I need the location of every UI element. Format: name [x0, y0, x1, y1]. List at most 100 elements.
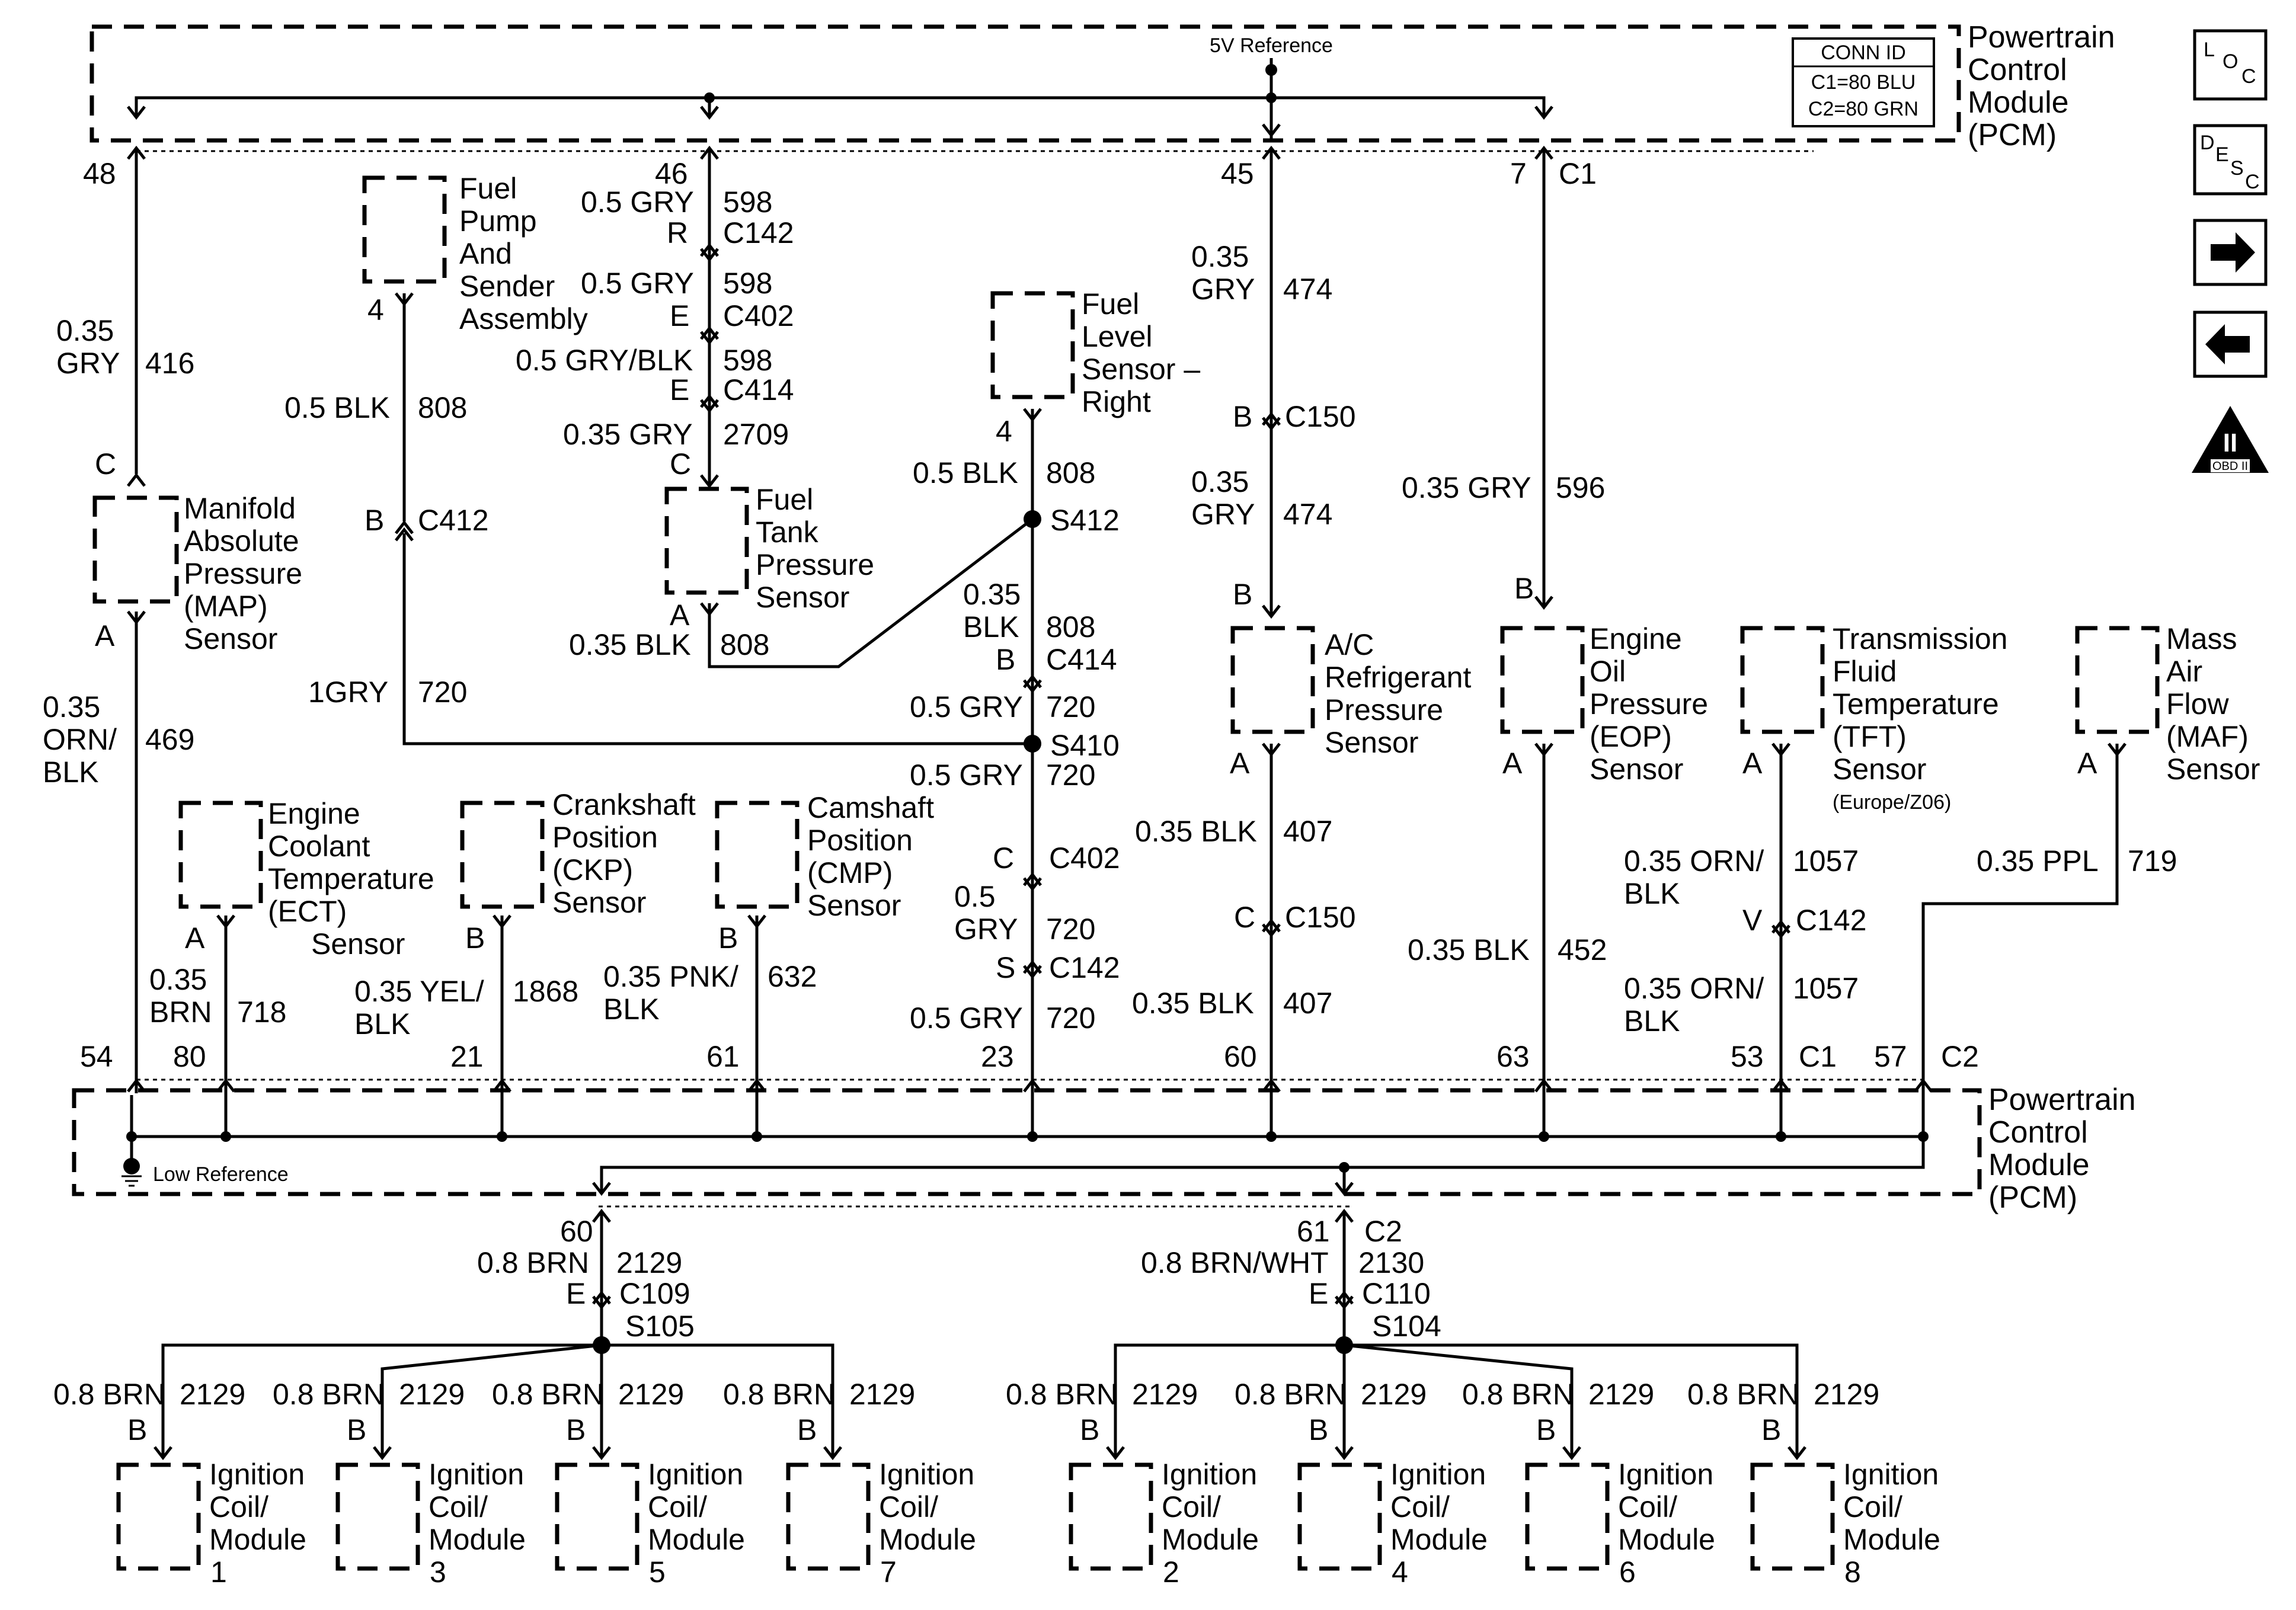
wire-label: 0.35 BLK [1132, 987, 1254, 1020]
pcm-bottom-name-3: Module [1988, 1148, 2090, 1182]
pin-53: 53 [1731, 1040, 1764, 1073]
wire-label: 0.35 [963, 578, 1021, 611]
circuit-number: 2129 [618, 1378, 684, 1411]
pin-45: 45 [1221, 157, 1254, 190]
connector-label: C414 [723, 373, 794, 406]
component-label: (MAF) [2166, 720, 2249, 753]
wire-label: BLK [963, 610, 1019, 644]
component-label: (ECT) [268, 895, 347, 928]
wire-label: ORN/ [43, 723, 117, 756]
circuit-number: 1868 [513, 975, 578, 1008]
pin-label: 4 [996, 415, 1012, 448]
svg-text:E: E [2215, 143, 2229, 166]
pin-label: 61 [1297, 1215, 1330, 1248]
ect-sensor-box [178, 801, 263, 909]
wire-label: GRY [954, 913, 1018, 946]
circuit-number: 474 [1283, 273, 1332, 306]
conn-id-c2: C2=80 GRN [1808, 98, 1918, 120]
component-label: Sensor [1590, 753, 1683, 786]
coil-box [1069, 1462, 1153, 1571]
obd-ii-icon[interactable]: OBD II II [2192, 406, 2269, 473]
component-label: Ignition [209, 1458, 305, 1491]
low-reference-taps [126, 1093, 1929, 1142]
fuel-level-sensor-box [990, 291, 1075, 399]
pin-label: A [1502, 747, 1523, 780]
coil-box [786, 1462, 871, 1571]
pin-21: 21 [450, 1040, 484, 1073]
tft-circuit [1740, 626, 1825, 1093]
connector-label: C414 [1046, 643, 1117, 676]
connector-label: C110 [1362, 1277, 1431, 1310]
pcm-top: CONN ID C1=80 BLU C2=80 GRN Powertrain C… [89, 20, 2115, 152]
back-arrow-icon[interactable] [2193, 311, 2268, 378]
pin-label: A [2077, 747, 2097, 780]
component-label: Mass [2166, 622, 2237, 655]
maf-circuit [1914, 626, 2160, 1093]
pin-label: S [996, 951, 1015, 984]
pin-label: B [364, 504, 384, 537]
svg-text:L: L [2204, 39, 2215, 61]
wire-label: BLK [354, 1007, 411, 1041]
coil-box [1750, 1462, 1835, 1571]
coil-number: 3 [430, 1555, 446, 1589]
pin-23: 23 [981, 1040, 1014, 1073]
pin-7: 7 [1510, 157, 1527, 190]
connector-label: C412 [418, 504, 489, 537]
component-label: Oil [1590, 655, 1626, 688]
circuit-number: 720 [1046, 758, 1095, 792]
coil-box [335, 1462, 420, 1571]
component-label: Pressure [184, 557, 302, 590]
wire-label: 0.8 BRN [1462, 1378, 1574, 1411]
component-label: Sensor [756, 581, 849, 614]
component-label: Camshaft [807, 791, 934, 824]
coil-box [1297, 1462, 1382, 1571]
ect-circuit [178, 801, 263, 1093]
coil-box [555, 1462, 639, 1571]
component-label: Sensor [1325, 726, 1418, 759]
wire-label: 0.5 [954, 880, 996, 913]
pin-label: B [1309, 1413, 1328, 1446]
connector-label: C2 [1364, 1215, 1402, 1248]
component-label: Transmission [1833, 622, 2007, 655]
splice-label: S412 [1050, 504, 1120, 537]
fuel-tank-circuit [664, 145, 1034, 668]
wire-label: 0.8 BRN [1687, 1378, 1799, 1411]
pin-80: 80 [173, 1040, 206, 1073]
connector-label: C142 [1049, 951, 1120, 984]
wire-label: GRY [56, 347, 120, 380]
circuit-number: 598 [723, 185, 772, 219]
fuel-tank-sensor-box [664, 486, 749, 595]
svg-text:S: S [2230, 157, 2244, 180]
circuit-number: 808 [1046, 456, 1095, 489]
component-label: Coil/ [1390, 1490, 1450, 1523]
svg-text:OBD II: OBD II [2212, 460, 2248, 473]
wire-label: BLK [1624, 877, 1680, 910]
circuit-number: 632 [768, 960, 817, 993]
pin-label: A [95, 619, 115, 652]
component-label: Ignition [1390, 1458, 1486, 1491]
low-reference-label: Low Reference [153, 1163, 289, 1186]
wire-label: 0.8 BRN/WHT [1141, 1246, 1329, 1279]
pin-label: C [993, 841, 1014, 875]
pcm-bottom-name-4: (PCM) [1988, 1180, 2077, 1215]
next-arrow-icon[interactable] [2193, 219, 2268, 286]
component-label: Tank [756, 516, 819, 549]
component-label: (TFT) [1833, 720, 1907, 753]
map-circuit [92, 145, 179, 1093]
pin-label: B [1080, 1413, 1099, 1446]
pcm-top-name-3: Module [1968, 85, 2069, 120]
5v-reference-label: 5V Reference [1210, 34, 1333, 57]
eop-sensor-box [1500, 626, 1585, 734]
loc-icon[interactable]: LOC [2193, 29, 2268, 101]
wire-label: 0.5 GRY [910, 690, 1023, 724]
component-label: Ignition [1618, 1458, 1713, 1491]
component-label: Coil/ [1843, 1490, 1902, 1523]
coil-box [1525, 1462, 1610, 1571]
pin-label: B [797, 1413, 817, 1446]
circuit-number: 720 [1046, 913, 1095, 946]
wire-label: 0.5 GRY [910, 1001, 1023, 1035]
pin-label: B [1233, 578, 1252, 611]
